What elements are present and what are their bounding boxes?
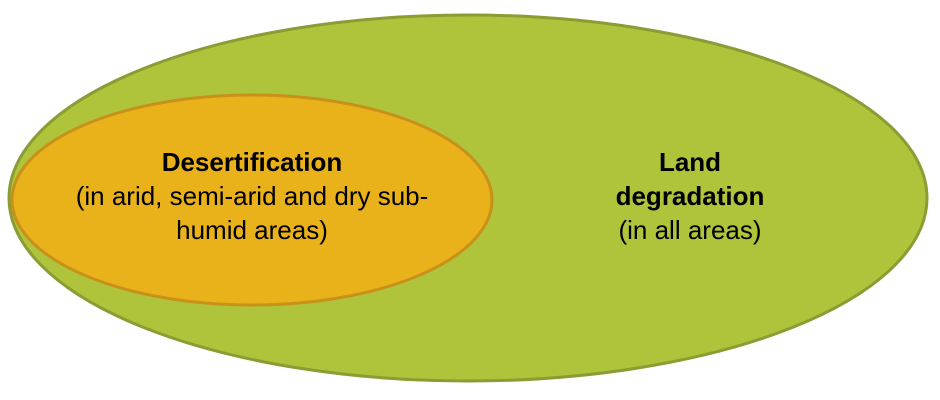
land-degradation-title-line1: Land	[658, 147, 722, 177]
desertification-label: Desertification (in arid, semi-arid and …	[22, 145, 482, 247]
land-degradation-title-line2: degradation	[615, 181, 765, 211]
land-degradation-label: Land degradation (in all areas)	[560, 145, 820, 247]
desertification-subtitle-line1: (in arid, semi-arid and dry sub-	[75, 181, 429, 211]
desertification-ellipse	[10, 93, 494, 307]
land-degradation-subtitle: (in all areas)	[618, 215, 762, 245]
desertification-title: Desertification	[161, 147, 343, 177]
desertification-subtitle-line2: humid areas)	[176, 215, 328, 245]
